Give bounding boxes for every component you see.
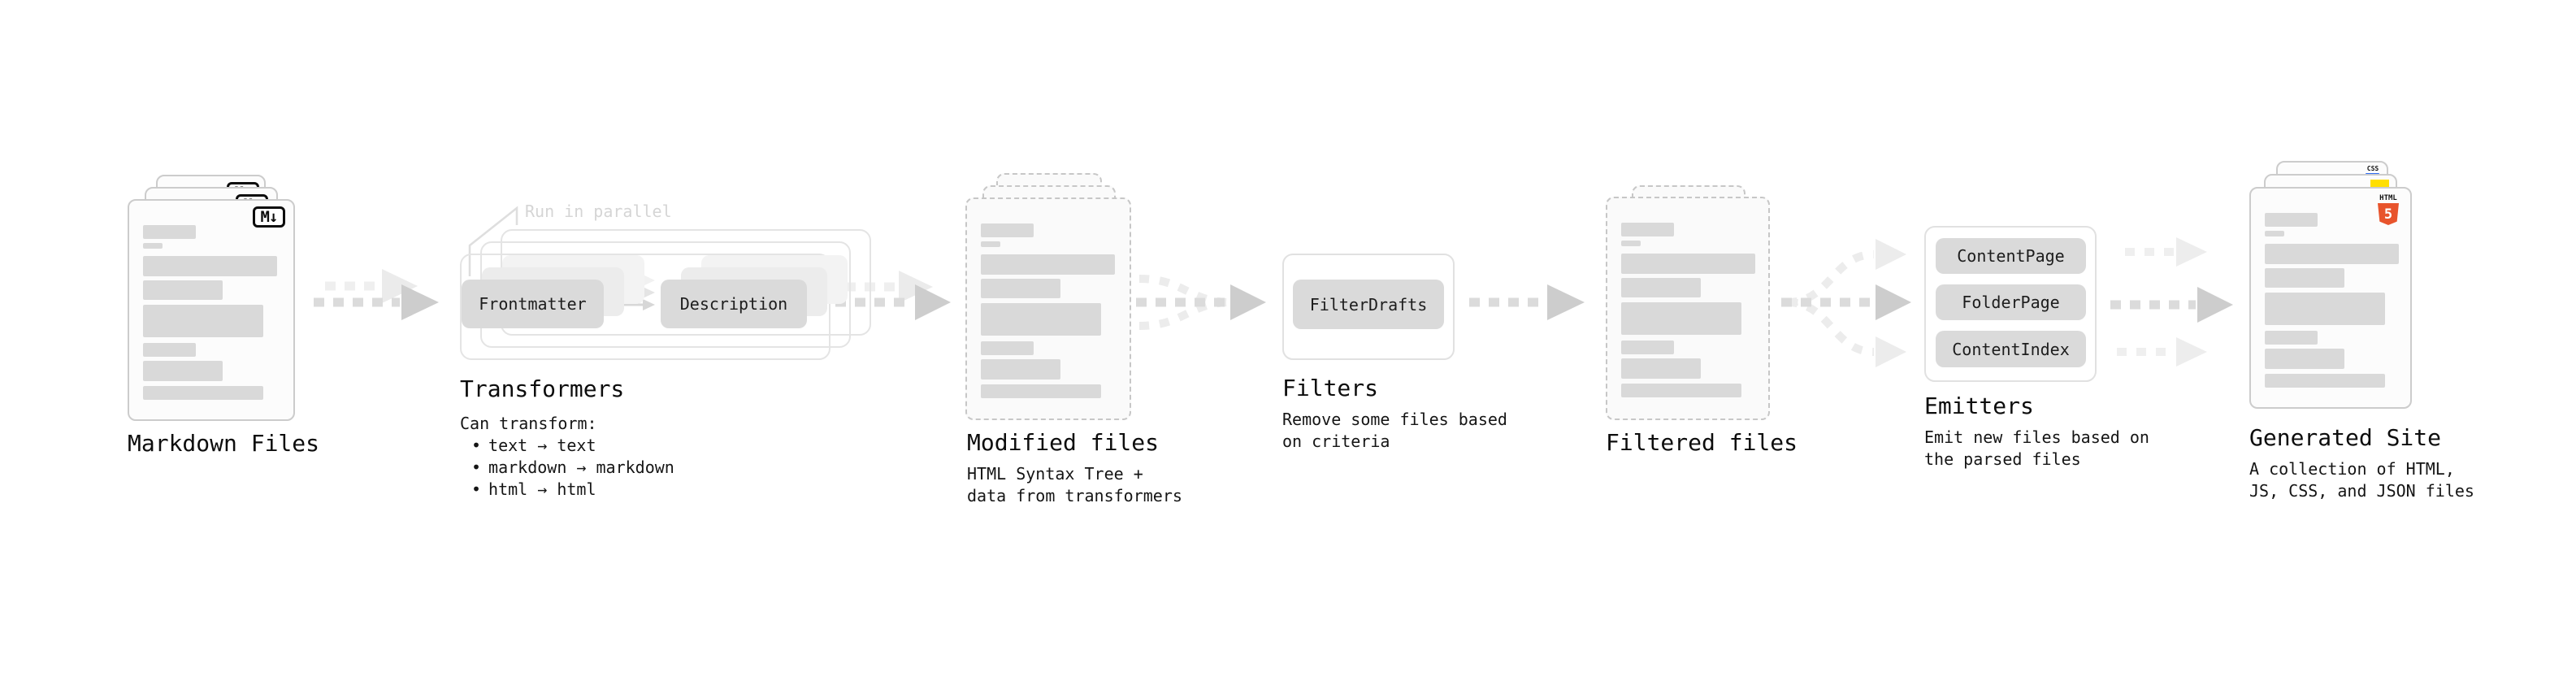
transform-bullet: • html → html (460, 479, 674, 501)
text-line-placeholder (2265, 244, 2399, 264)
html5-icon-shield: 5 (2378, 203, 2399, 225)
emitters-description: Emit new files based on the parsed files (1924, 427, 2149, 471)
text-line-placeholder (1621, 241, 1641, 246)
text-line-placeholder (143, 243, 163, 249)
generated-site-label: Generated Site (2249, 424, 2442, 451)
transformers-label: Transformers (460, 375, 625, 402)
modified-files-label: Modified files (967, 429, 1160, 456)
text-line-placeholder (981, 254, 1115, 275)
arrow-filters-to-filtered (1469, 284, 1585, 320)
transformer-frontmatter-button: Frontmatter (462, 280, 604, 328)
text-line-placeholder (2265, 268, 2344, 288)
text-line-placeholder (1621, 278, 1701, 297)
modified-files-description: HTML Syntax Tree + data from transformer… (967, 463, 1182, 507)
description-line: HTML Syntax Tree + (967, 464, 1143, 484)
text-line-placeholder (1621, 340, 1674, 354)
transformers-description: Can transform: • text → text • markdown … (460, 413, 674, 501)
text-line-placeholder (2265, 293, 2385, 325)
text-line-placeholder (143, 256, 277, 276)
text-line-placeholder (1621, 223, 1674, 236)
filter-drafts-button: FilterDrafts (1293, 280, 1444, 329)
text-line-placeholder (1621, 302, 1741, 335)
description-line: on criteria (1282, 432, 1390, 451)
description-line: data from transformers (967, 486, 1182, 505)
markdown-icon: M↓ (253, 206, 285, 228)
text-line-placeholder (981, 341, 1034, 355)
js-file-icon (2370, 180, 2389, 188)
file-card-front: M↓ (128, 199, 295, 421)
text-line-placeholder (981, 279, 1060, 298)
dashed-file-card-front (965, 197, 1131, 420)
text-line-placeholder (143, 361, 223, 381)
filtered-files-label: Filtered files (1606, 429, 1798, 456)
text-line-placeholder (981, 223, 1034, 237)
emitters-label: Emitters (1924, 393, 2034, 419)
transformer-description-button: Description (661, 280, 807, 328)
arrow-filtered-to-emitters-diverge (1781, 239, 1911, 367)
arrow-modified-to-filters-converge (1136, 275, 1266, 330)
description-line: the parsed files (1924, 449, 2081, 469)
bullet-marker: • (471, 436, 482, 455)
filters-description: Remove some files based on criteria (1282, 409, 1507, 453)
generated-site-description: A collection of HTML, JS, CSS, and JSON … (2249, 458, 2474, 502)
bullet-marker: • (471, 458, 482, 477)
transformer-frame-front (460, 254, 830, 360)
bullet-marker: • (471, 479, 482, 499)
text-line-placeholder (1621, 254, 1755, 274)
text-line-placeholder (2265, 349, 2344, 369)
arrow-markdown-to-transformers (314, 269, 439, 320)
description-line: JS, CSS, and JSON files (2249, 481, 2474, 501)
text-line-placeholder (2265, 374, 2385, 388)
transform-bullet: • markdown → markdown (460, 457, 674, 479)
content-page-button: ContentPage (1936, 238, 2086, 274)
description-line: A collection of HTML, (2249, 459, 2455, 479)
text-line-placeholder (2265, 213, 2318, 227)
bullet-text: text → text (488, 436, 596, 455)
text-line-placeholder (143, 386, 263, 400)
description-line: Remove some files based (1282, 410, 1507, 429)
text-line-placeholder (981, 384, 1101, 398)
run-in-parallel-annotation: Run in parallel (525, 202, 672, 221)
html5-icon-label: HTML (2379, 194, 2397, 202)
filters-label: Filters (1282, 375, 1379, 401)
html5-icon: HTML 5 (2376, 194, 2400, 225)
folder-page-button: FolderPage (1936, 284, 2086, 320)
file-card-front-html: HTML 5 (2249, 187, 2412, 409)
text-line-placeholder (2265, 231, 2284, 236)
css-icon-label: CSS (2366, 165, 2379, 172)
text-line-placeholder (981, 303, 1101, 336)
transform-bullet: • text → text (460, 435, 674, 457)
html5-icon-number: 5 (2383, 206, 2393, 223)
text-line-placeholder (2265, 331, 2318, 345)
text-line-placeholder (143, 343, 196, 357)
dashed-file-card-front (1606, 197, 1770, 420)
bullet-text: html → html (488, 479, 596, 499)
content-index-button: ContentIndex (1936, 331, 2086, 367)
text-line-placeholder (981, 241, 1000, 247)
text-line-placeholder (1621, 358, 1701, 379)
text-line-placeholder (143, 225, 196, 239)
text-line-placeholder (981, 359, 1060, 380)
bullet-text: markdown → markdown (488, 458, 674, 477)
transformers-desc-title: Can transform: (460, 414, 597, 433)
markdown-files-label: Markdown Files (128, 430, 320, 457)
text-line-placeholder (143, 280, 223, 300)
description-line: Emit new files based on (1924, 427, 2149, 447)
text-line-placeholder (1621, 384, 1741, 397)
arrow-emitters-to-generated (2110, 237, 2233, 367)
text-line-placeholder (143, 305, 263, 337)
